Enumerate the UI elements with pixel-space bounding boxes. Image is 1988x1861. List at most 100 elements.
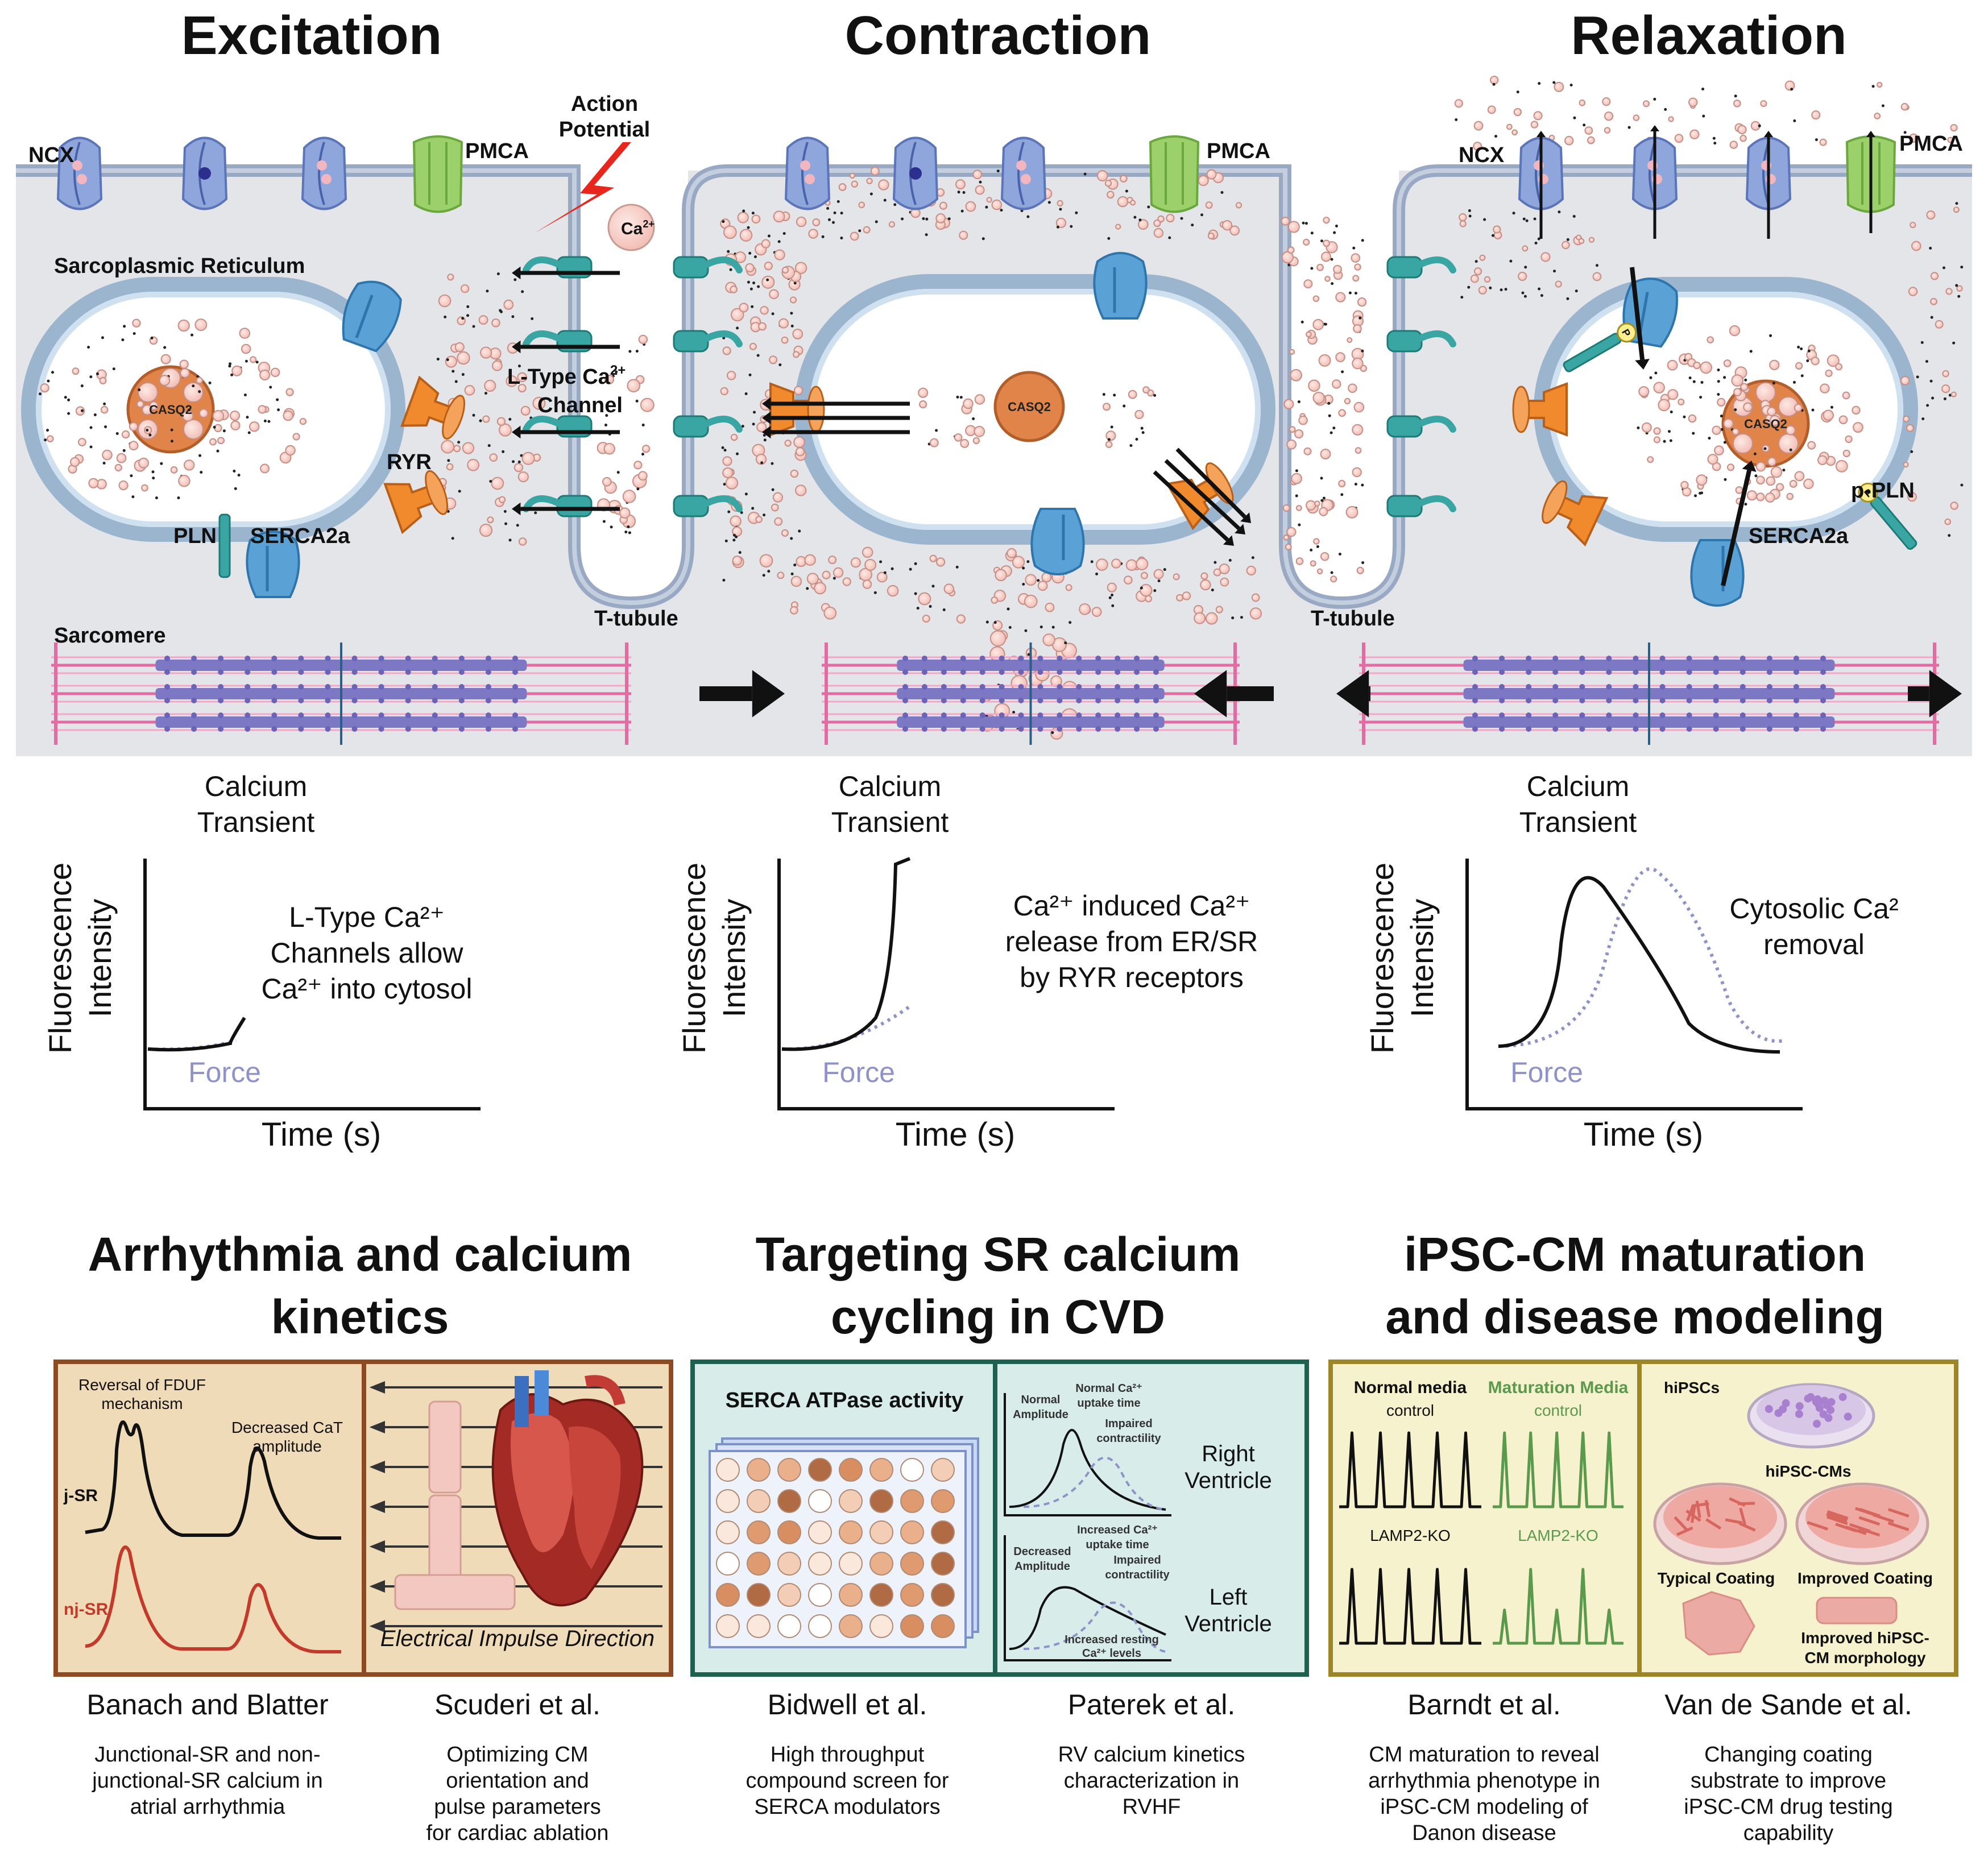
calcium-ion [1316,568,1323,575]
calcium-ion [1760,100,1767,107]
calcium-dot [1012,711,1016,714]
calcium-ion [1194,612,1206,624]
calcium-dot [1295,469,1298,472]
label-njsr: nj-SR [64,1600,109,1619]
calcium-dot [102,461,106,465]
calcium-ion [870,166,880,176]
calcium-dot [766,278,769,281]
calcium-ion [1693,361,1701,370]
calcium-dot [742,209,746,213]
label-pmca-1: PMCA [465,139,529,163]
calcium-ion [1907,492,1917,502]
ncx-exchanger-icon [181,136,228,210]
label-p-pln: p-PLN [1851,479,1915,503]
calcium-ion [1065,584,1072,591]
calcium-dot [793,563,797,567]
calcium-dot [513,278,517,281]
calcium-ion [467,458,480,471]
calcium-dot [1333,231,1336,234]
calcium-ion [866,177,873,185]
calcium-ion [1007,548,1017,558]
calcium-ion [457,351,470,365]
calcium-dot [767,570,771,573]
calcium-ion [1105,430,1116,441]
calcium-ion [1909,133,1919,143]
calcium-ion [1206,169,1217,180]
calcium-dot [1213,561,1217,564]
text-left-1: Left [1210,1585,1248,1610]
calcium-ion [1335,352,1345,363]
calcium-dot [1494,135,1498,138]
calcium-dot [187,408,190,412]
calcium-ion [499,423,512,437]
calcium-dot [1957,295,1961,298]
calcium-dot [751,212,755,215]
calcium-ion [1295,505,1302,511]
well [747,1614,771,1638]
calcium-dot [840,212,843,215]
calcium-dot [1341,370,1344,374]
calcium-dot [1664,107,1667,111]
calcium-dot [461,373,465,376]
calcium-dot [1744,378,1747,382]
calcium-ion [1668,116,1674,122]
calcium-ion [878,179,889,190]
calcium-ion [637,471,648,481]
calcium-dot [1723,376,1726,379]
calcium-dot [1916,375,1919,379]
calcium-dot [146,429,149,432]
calcium-ion [1352,467,1362,478]
cm-cell [1887,1522,1910,1531]
reference-description: substrate to improve [1691,1769,1886,1793]
calcium-dot [748,373,752,376]
well [869,1489,893,1513]
calcium-dot [925,217,929,221]
calcium-ion [771,503,779,512]
calcium-ion [239,328,251,339]
label-ltype-1: L-Type Ca2+ [507,363,626,389]
calcium-ion [1908,287,1918,296]
calcium-dot [1534,242,1538,245]
calcium-ion [619,507,631,519]
calcium-ion [520,405,531,416]
calcium-dot [1228,558,1232,562]
calcium-dot [80,384,84,388]
calcium-ion [1819,138,1827,146]
ncx-exchanger-icon [56,136,103,210]
flux-arrow [1650,125,1659,239]
calcium-dot [1717,368,1720,372]
calcium-ion [1604,127,1611,134]
calcium-dot [763,434,766,437]
calcium-ion [116,453,127,463]
calcium-dot [1468,209,1471,213]
calcium-ion [1513,107,1522,117]
calcium-ion [1312,295,1320,302]
calcium-ion [1740,383,1749,391]
calcium-dot [901,217,904,221]
calcium-dot [504,522,508,525]
calcium-dot [1133,215,1137,219]
calcium-dot [151,470,155,474]
calcium-dot [916,607,920,610]
calcium-ion [627,379,641,393]
calcium-dot [826,206,830,210]
calcium-dot [150,337,154,340]
section-title-3b: and disease modeling [1385,1290,1885,1344]
text-hipsc-cms: hiPSC-CMs [1766,1462,1852,1480]
calcium-dot [503,510,507,513]
calcium-dot [228,364,231,368]
calcium-dot [1037,579,1040,582]
calcium-dot [1583,123,1586,127]
ipsc-cell [1812,1420,1821,1428]
calcium-dot [1231,616,1235,620]
calcium-dot [615,370,618,374]
ryr-receptor-icon [383,470,449,534]
calcium-dot [1744,503,1747,506]
calcium-ion [1115,223,1121,230]
calcium-dot [1211,588,1214,592]
graph-description: by RYR receptors [1020,961,1244,993]
calcium-dot [1789,448,1792,451]
calcium-dot [722,336,726,339]
calcium-ion [160,354,171,364]
calcium-ion [1587,136,1595,144]
